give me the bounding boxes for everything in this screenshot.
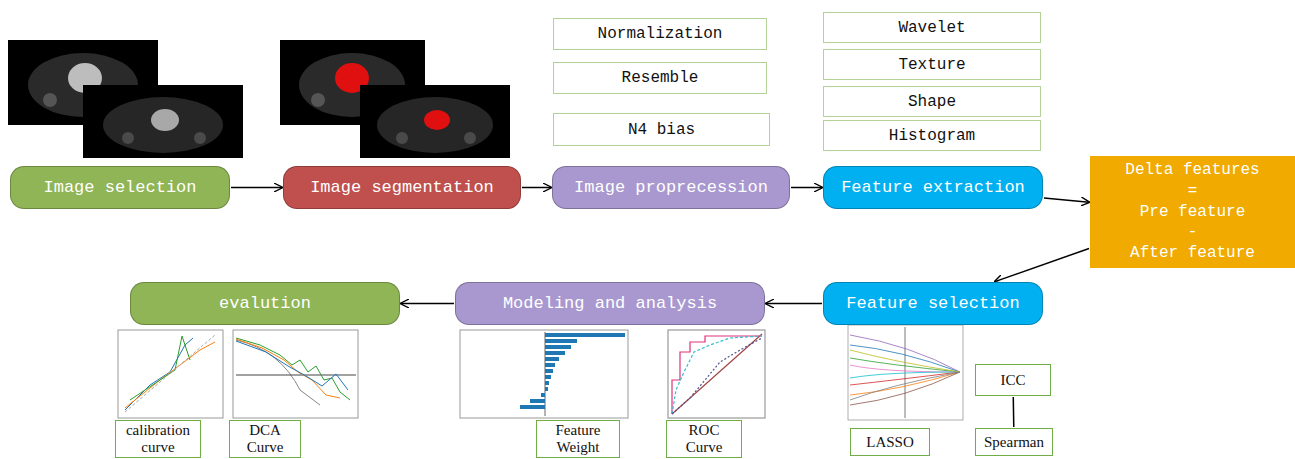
dca-plot <box>233 330 358 418</box>
node-text: Resemble <box>622 69 699 87</box>
node-text: Wavelet <box>898 19 965 37</box>
segmented-image <box>360 85 510 158</box>
node-text: DCA Curve <box>234 422 296 456</box>
calibration-plot <box>118 330 223 418</box>
node-text: - <box>1188 222 1198 243</box>
node-text: Image selection <box>43 178 196 197</box>
plot-label-box: Spearman <box>975 428 1053 456</box>
step-detail-box: Histogram <box>823 120 1041 151</box>
plot-label-box: Feature Weight <box>536 420 620 458</box>
mri-image <box>83 85 243 158</box>
process-box: Modeling and analysis <box>455 282 765 325</box>
roc-plot <box>668 330 765 418</box>
process-box: Feature extraction <box>823 166 1043 209</box>
flow-arrow <box>231 187 282 189</box>
node-text: LASSO <box>866 434 914 451</box>
lasso-plot <box>848 325 963 420</box>
node-text: ICC <box>1000 372 1025 389</box>
plot-label-box: LASSO <box>850 428 930 456</box>
step-detail-box: Resemble <box>553 62 767 94</box>
step-detail-box: Shape <box>823 86 1041 117</box>
flow-arrow <box>1044 198 1089 202</box>
flow-arrow <box>401 303 454 305</box>
formula-box: Delta features=Pre feature-After feature <box>1090 156 1295 268</box>
plot-label-box: ROC Curve <box>666 420 742 458</box>
node-text: Spearman <box>984 434 1044 451</box>
node-text: Image segmentation <box>310 178 494 197</box>
node-text: Feature extraction <box>841 178 1025 197</box>
node-text: Normalization <box>598 25 723 43</box>
node-text: After feature <box>1130 243 1255 264</box>
flow-arrow <box>766 303 822 305</box>
flow-arrow <box>1013 397 1015 427</box>
process-box: Feature selection <box>823 282 1043 325</box>
plot-label-box: ICC <box>975 364 1051 396</box>
plot-label-box: calibration curve <box>115 420 201 458</box>
node-text: evalution <box>219 294 311 313</box>
node-text: N4 bias <box>628 121 695 139</box>
step-detail-box: Wavelet <box>823 12 1041 43</box>
feature-weight-plot <box>460 330 628 418</box>
process-box: evalution <box>130 282 400 325</box>
node-text: Shape <box>908 93 956 111</box>
node-text: Modeling and analysis <box>503 294 717 313</box>
process-box: Image proprecession <box>552 166 790 209</box>
node-text: = <box>1188 181 1198 202</box>
plot-label-box: DCA Curve <box>229 420 301 458</box>
node-text: calibration curve <box>120 422 196 456</box>
step-detail-box: Normalization <box>553 18 767 50</box>
flow-arrow <box>522 187 551 189</box>
node-text: Feature selection <box>846 294 1019 313</box>
node-text: Texture <box>898 56 965 74</box>
node-text: ROC Curve <box>671 422 737 456</box>
step-detail-box: N4 bias <box>553 113 770 146</box>
step-detail-box: Texture <box>823 49 1041 80</box>
node-text: Pre feature <box>1140 202 1246 223</box>
node-text: Histogram <box>889 127 975 145</box>
node-text: Feature Weight <box>541 422 615 456</box>
process-box: Image selection <box>10 166 230 209</box>
process-box: Image segmentation <box>283 166 521 209</box>
node-text: Delta features <box>1125 160 1259 181</box>
node-text: Image proprecession <box>574 178 768 197</box>
flow-arrow <box>995 248 1089 281</box>
flow-arrow <box>791 187 822 189</box>
